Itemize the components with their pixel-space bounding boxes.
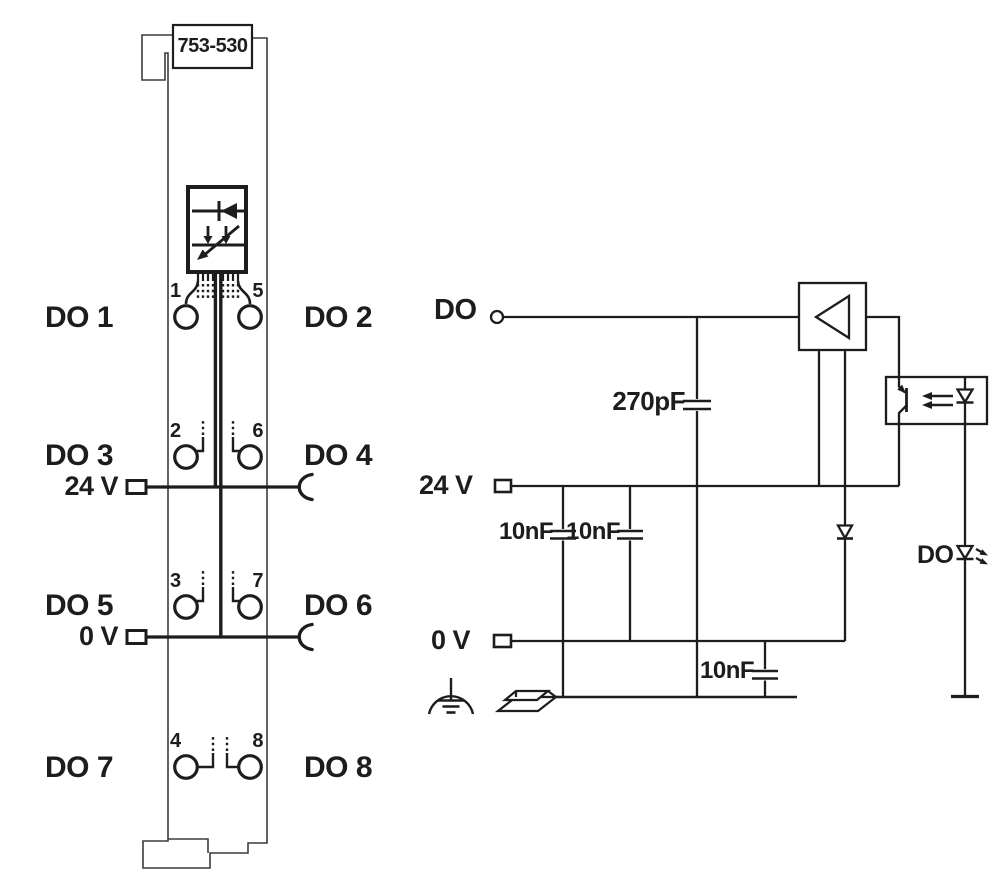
module-0v-row-icon — [125, 622, 314, 652]
terminal-number-4: 4 — [170, 730, 181, 752]
terminal-2-circle — [173, 444, 199, 470]
part-number-box — [171, 23, 254, 70]
led-indicator-block-icon — [186, 185, 248, 274]
terminal-number-6: 6 — [252, 420, 263, 442]
capacitor-10nf-3-icon — [752, 641, 778, 697]
terminal-3-circle — [173, 594, 199, 620]
status-led-do-label: DO — [917, 541, 954, 569]
cap-10nf-1-label: 10nF — [499, 518, 554, 545]
channel-label-do8: DO 8 — [304, 751, 373, 784]
terminal-circles — [173, 304, 263, 780]
schematic-wiring — [427, 281, 989, 715]
status-led-icon — [955, 544, 988, 565]
earth-ground-icon — [427, 678, 475, 715]
schematic-24v-label: 24 V — [419, 470, 473, 500]
channel-label-do4: DO 4 — [304, 439, 373, 472]
terminal-7-circle — [237, 594, 263, 620]
terminal-5-circle — [237, 304, 263, 330]
do-input-terminal-icon — [489, 309, 505, 325]
module-outline-icon — [141, 34, 268, 869]
amplifier-icon — [797, 281, 868, 352]
cap-10nf-2-label: 10nF — [566, 518, 621, 545]
din-rail-icon — [494, 689, 560, 713]
terminal-number-5: 5 — [252, 280, 263, 302]
plug-24v-icon — [493, 478, 513, 494]
optocoupler-icon — [884, 375, 989, 426]
terminal-6-circle — [237, 444, 263, 470]
module-24v-label: 24 V — [64, 471, 118, 501]
channel-label-do7: DO 7 — [45, 751, 114, 784]
terminal-number-8: 8 — [252, 730, 263, 752]
channel-label-do1: DO 1 — [45, 301, 114, 334]
schematic-do-input-label: DO — [434, 294, 477, 326]
terminal-number-2: 2 — [170, 420, 181, 442]
capacitor-10nf-2-icon — [617, 486, 643, 641]
channel-label-do2: DO 2 — [304, 301, 373, 334]
led-ribbon-lines-icon — [184, 272, 252, 305]
module-0v-label: 0 V — [78, 621, 119, 651]
capacitor-10nf-1-icon — [550, 486, 576, 697]
terminal-number-3: 3 — [170, 570, 181, 592]
cap-10nf-3-label: 10nF — [700, 657, 755, 684]
terminal-1-circle — [173, 304, 199, 330]
diode-icon — [836, 524, 854, 541]
plug-0v-icon — [492, 633, 513, 649]
terminal-connector-marks-icon — [196, 419, 240, 769]
terminal-4-circle — [173, 754, 199, 780]
internal-bus-lines-icon — [213, 272, 223, 637]
part-number: 753-530 — [177, 35, 248, 57]
capacitor-270pf-icon — [683, 317, 711, 697]
terminal-number-7: 7 — [252, 570, 263, 592]
cap-270pf-label: 270pF — [612, 386, 685, 416]
terminal-number-1: 1 — [170, 280, 181, 302]
terminal-8-circle — [237, 754, 263, 780]
module-24v-row-icon — [125, 472, 314, 502]
channel-label-do6: DO 6 — [304, 589, 373, 622]
schematic-0v-label: 0 V — [431, 625, 471, 655]
channel-label-do3: DO 3 — [45, 439, 114, 472]
channel-label-do5: DO 5 — [45, 589, 114, 622]
